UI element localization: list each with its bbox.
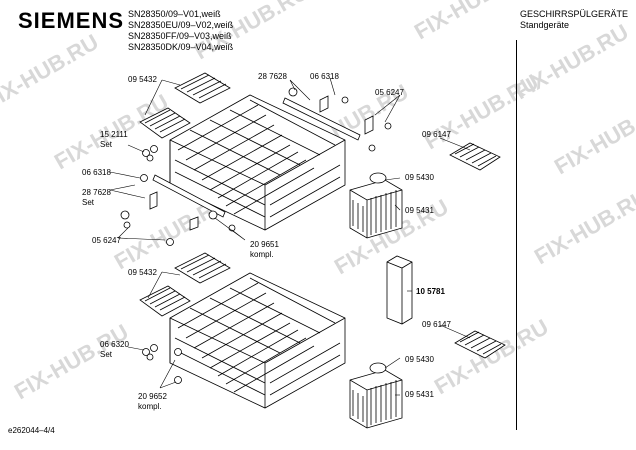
model-list: SN28350/09–V01,weiß SN28350EU/09–V02,wei… (128, 9, 233, 53)
model-line: SN28350EU/09–V02,weiß (128, 20, 234, 30)
watermark: FIX-HUB.RU (410, 0, 533, 44)
cutlery-insert-upper (449, 142, 501, 171)
model-line: SN28350FF/09–V03,weiß (128, 31, 232, 41)
part-label: 09 5431 (405, 206, 434, 215)
category-title: GESCHIRRSPÜLGERÄTE (520, 9, 629, 19)
rail-upper (282, 87, 392, 152)
footer-code: e262044–4/4 (8, 426, 55, 435)
part-label: kompl. (138, 402, 162, 411)
part-label: 15 2111 (100, 130, 128, 139)
part-label: Set (100, 350, 113, 359)
wheel-set-lower (142, 344, 182, 384)
watermark: FIX-HUB.RU (10, 319, 133, 404)
cutlery-tray-upper-a (139, 72, 231, 139)
part-label: 10 5781 (416, 287, 445, 296)
rail-lower (120, 174, 236, 246)
part-label: 09 6147 (422, 130, 451, 139)
part-label: 20 9651 (250, 240, 279, 249)
leader-lines (109, 77, 471, 396)
model-line: SN28350DK/09–V04,weiß (128, 42, 234, 52)
cutlery-holder-tall (386, 255, 413, 325)
part-label: 09 5431 (405, 390, 434, 399)
part-label: 09 5432 (128, 268, 157, 277)
part-label: 06 6318 (310, 72, 339, 81)
part-label: 09 6147 (422, 320, 451, 329)
category-subtitle: Standgeräte (520, 20, 570, 30)
divider (516, 40, 517, 430)
cutlery-basket-upper (349, 172, 403, 239)
part-label: 09 5432 (128, 75, 157, 84)
part-label: 05 6247 (92, 236, 121, 245)
part-label: kompl. (250, 250, 274, 259)
cutlery-insert-lower (454, 330, 506, 359)
brand-logo: SIEMENS (18, 8, 125, 33)
part-label: 28 7628 (258, 72, 287, 81)
part-label: 05 6247 (375, 88, 404, 97)
part-label: 20 9652 (138, 392, 167, 401)
lower-basket (169, 272, 346, 409)
wheel-set-upper (142, 145, 158, 162)
cutlery-tray-lower (139, 252, 231, 317)
upper-basket (169, 94, 346, 231)
part-label: 06 6318 (82, 168, 111, 177)
watermark: FIX-HUB.RU (510, 19, 633, 104)
part-label: Set (100, 140, 113, 149)
category-block: GESCHIRRSPÜLGERÄTE Standgeräte (520, 9, 628, 31)
model-line: SN28350/09–V01,weiß (128, 9, 221, 19)
part-label: 09 5430 (405, 173, 434, 182)
part-label: 06 6320 (100, 340, 129, 349)
watermark: FIX-HUB.RU (530, 184, 636, 269)
part-label: 28 7628 (82, 188, 111, 197)
part-label: 09 5430 (405, 355, 434, 364)
cutlery-basket-lower (349, 362, 403, 429)
part-label: Set (82, 198, 95, 207)
watermark: FIX-HUB.RU (550, 94, 636, 179)
watermark: FIX-HUB.RU (0, 29, 103, 114)
